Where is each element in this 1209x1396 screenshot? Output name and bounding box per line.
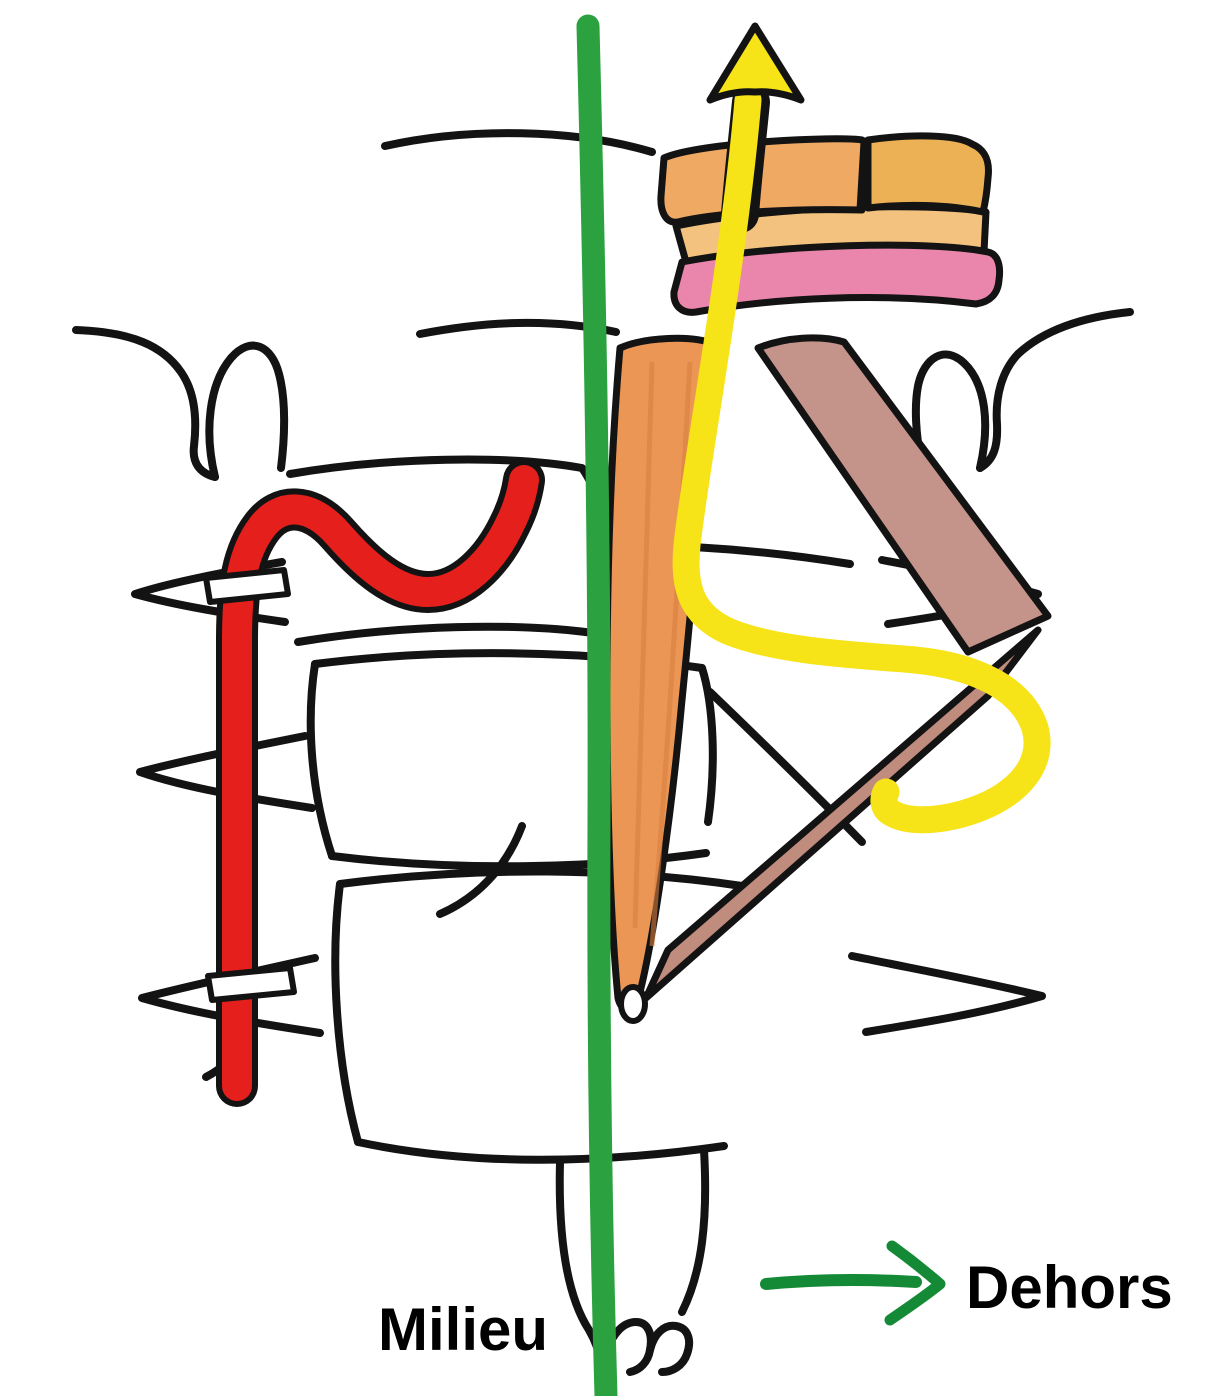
nerve-path xyxy=(672,22,1051,834)
transverse-process-right-2 xyxy=(848,952,1046,1036)
spinous-process-lobe xyxy=(600,1318,655,1376)
bone-outline-stroke xyxy=(336,867,746,890)
transverse-process-strap xyxy=(203,567,291,605)
bone-outline-stroke xyxy=(205,341,289,481)
superior-segment-blocks xyxy=(657,132,1004,316)
bone-outline-stroke xyxy=(354,1138,728,1164)
vertebral-artery xyxy=(203,459,545,1107)
transverse-process-strap xyxy=(205,965,297,1003)
block-divider-line xyxy=(856,138,868,214)
posterior-muscle-bands xyxy=(618,334,1052,1024)
nerve-yellow-path xyxy=(672,86,1051,834)
label-dehors: Dehors xyxy=(966,1254,1173,1321)
muscle-orange-texture xyxy=(649,361,693,947)
muscle-orange-texture xyxy=(632,361,655,929)
bone-outline-stroke xyxy=(306,660,336,860)
bone-outline-stroke xyxy=(331,880,362,1146)
bone-outline-stroke xyxy=(294,622,604,646)
artery-red-path xyxy=(222,465,539,1101)
muscle-brown-upper-band xyxy=(754,334,1052,656)
bone-outline-stroke xyxy=(436,822,526,918)
direction-arrow-shaft xyxy=(760,1273,922,1290)
midline-green-stroke xyxy=(576,14,618,1396)
bone-outline-stroke xyxy=(911,350,990,472)
spinous-process-outline xyxy=(678,1146,710,1316)
block-orange-right xyxy=(864,132,992,216)
nerve-arrowhead xyxy=(706,22,805,104)
lateral-direction-arrow xyxy=(760,1240,946,1326)
midline-line xyxy=(576,14,618,1396)
block-pink xyxy=(670,241,1004,316)
direction-arrow-head xyxy=(884,1240,946,1326)
spinous-process-lobe xyxy=(646,1321,694,1376)
bone-outline-stroke xyxy=(381,129,656,156)
muscle-insertion-tip xyxy=(618,984,648,1024)
bone-outline-stroke xyxy=(698,664,717,826)
bone-outline-stroke xyxy=(976,308,1134,472)
bone-outline-stroke xyxy=(72,326,219,481)
label-milieu: Milieu xyxy=(378,1296,548,1363)
